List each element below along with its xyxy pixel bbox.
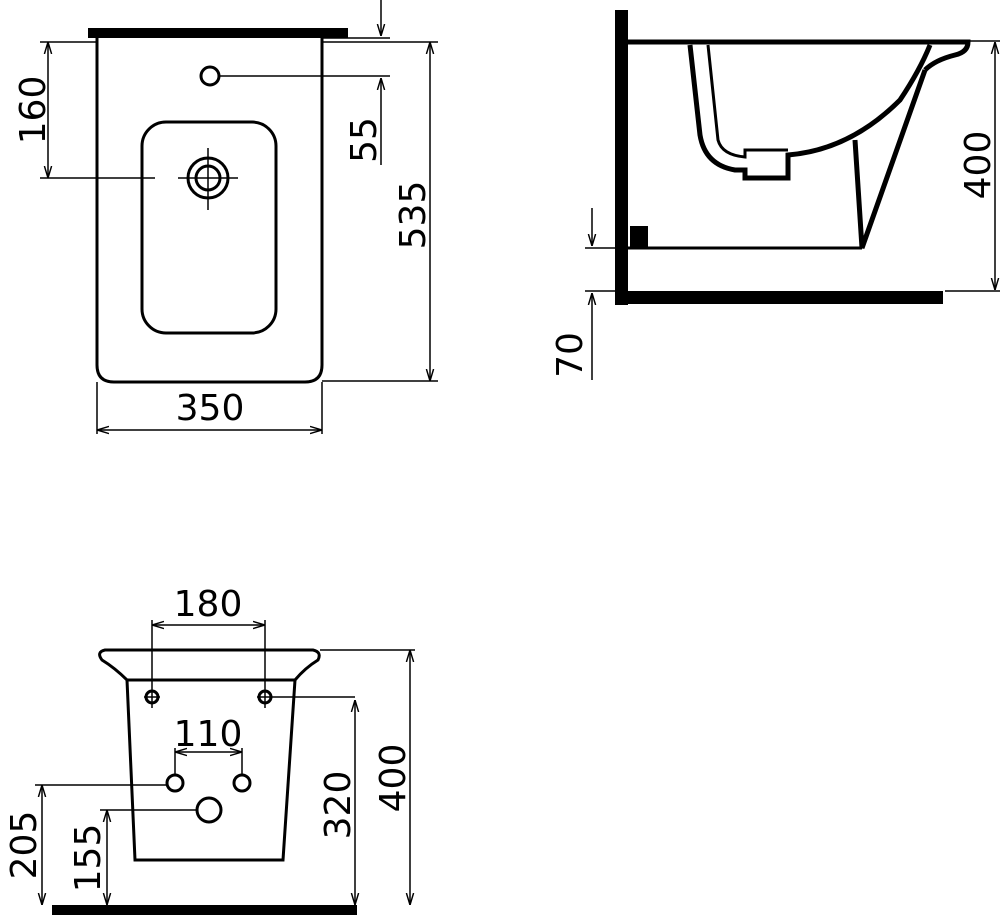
dim-label-535: 535 (393, 181, 434, 250)
bowl-inner (706, 44, 788, 159)
side-view: 400 70 (550, 10, 1000, 380)
dim-label-180: 180 (174, 584, 243, 625)
dim-label-400: 400 (373, 744, 414, 813)
fixing-block (630, 226, 648, 248)
dim-label-155: 155 (68, 824, 109, 893)
outer-outline (95, 38, 324, 384)
rim (628, 39, 971, 72)
supply-hole-right (232, 773, 252, 793)
wall-bar (88, 28, 348, 38)
dim-label-110: 110 (174, 714, 243, 755)
dim-label-320: 320 (318, 771, 359, 840)
dim-label-55: 55 (344, 117, 385, 163)
dim-label-400: 400 (958, 131, 999, 200)
front-view: 180 110 320 400 205 155 (4, 584, 415, 915)
waste-hole (195, 796, 223, 824)
floor (615, 291, 943, 304)
wall (615, 10, 628, 305)
bowl-outer (687, 44, 933, 181)
back-leg (852, 69, 928, 249)
rim (98, 648, 321, 682)
dim-label-70: 70 (550, 332, 591, 378)
dim-label-205: 205 (4, 811, 45, 880)
top-view: 160 55 535 350 (13, 0, 438, 434)
dim-label-350: 350 (176, 388, 245, 429)
floor (52, 905, 357, 915)
supply-hole-left (165, 773, 185, 793)
dim-label-160: 160 (13, 76, 54, 145)
body-outline (125, 679, 297, 862)
basin-outline (140, 120, 278, 335)
tap-hole (199, 65, 221, 87)
